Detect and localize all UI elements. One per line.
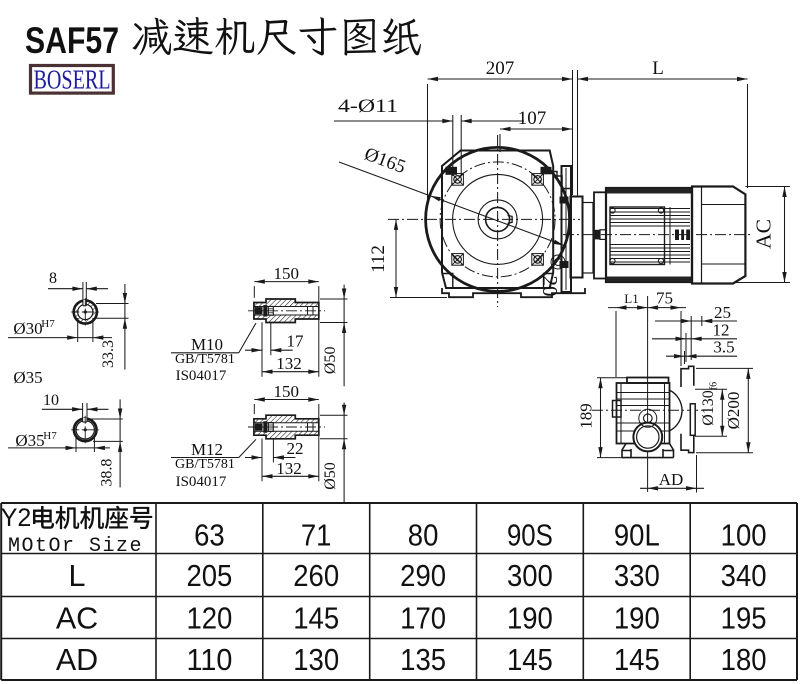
svg-text:180: 180 <box>721 643 767 677</box>
svg-text:12: 12 <box>713 321 730 340</box>
svg-text:8: 8 <box>49 270 57 287</box>
svg-text:Ø200: Ø200 <box>724 392 743 430</box>
svg-text:L1: L1 <box>624 291 638 306</box>
svg-text:4-Ø11: 4-Ø11 <box>338 96 398 117</box>
svg-text:132: 132 <box>276 354 302 373</box>
svg-text:300: 300 <box>507 559 553 593</box>
svg-text:M10: M10 <box>191 335 223 354</box>
svg-text:107: 107 <box>518 108 547 129</box>
svg-text:290: 290 <box>400 559 446 593</box>
svg-text:10: 10 <box>43 392 59 409</box>
svg-text:BOSERL: BOSERL <box>34 65 111 95</box>
svg-text:189: 189 <box>577 403 596 429</box>
svg-text:Y2: Y2 <box>1 504 32 532</box>
svg-text:AC: AC <box>56 602 98 636</box>
svg-text:AD: AD <box>56 643 98 677</box>
svg-text:340: 340 <box>721 559 767 593</box>
svg-text:71: 71 <box>301 519 332 553</box>
svg-text:IS04017: IS04017 <box>176 368 227 384</box>
svg-text:90L: 90L <box>614 519 660 553</box>
svg-text:38.8: 38.8 <box>99 459 116 487</box>
svg-text:205: 205 <box>186 559 232 593</box>
svg-text:145: 145 <box>507 643 553 677</box>
svg-text:Ø130: Ø130 <box>700 390 717 426</box>
svg-text:330: 330 <box>614 559 660 593</box>
svg-text:SAF57: SAF57 <box>25 20 119 61</box>
svg-text:AC: AC <box>752 219 776 249</box>
svg-text:260: 260 <box>293 559 339 593</box>
svg-text:145: 145 <box>293 602 339 636</box>
svg-text:Ø50: Ø50 <box>322 347 339 375</box>
svg-text:150: 150 <box>274 382 300 401</box>
svg-text:GB/T5781: GB/T5781 <box>175 352 235 367</box>
svg-text:Ø50: Ø50 <box>322 462 339 490</box>
svg-text:190: 190 <box>507 602 553 636</box>
svg-text:195: 195 <box>721 602 767 636</box>
svg-text:22: 22 <box>287 439 304 458</box>
svg-text:63: 63 <box>194 519 225 553</box>
svg-text:17: 17 <box>287 332 305 351</box>
svg-text:90S: 90S <box>507 519 553 553</box>
svg-text:L: L <box>652 58 664 79</box>
svg-text:100: 100 <box>721 519 767 553</box>
svg-text:190: 190 <box>614 602 660 636</box>
svg-text:f6: f6 <box>709 382 720 390</box>
svg-text:IS04017: IS04017 <box>176 474 227 490</box>
svg-text:150: 150 <box>274 264 300 283</box>
svg-text:Ø35: Ø35 <box>15 431 44 450</box>
svg-text:120: 120 <box>186 602 232 636</box>
svg-text:20: 20 <box>538 276 562 297</box>
svg-text:110: 110 <box>186 643 232 677</box>
svg-text:M12: M12 <box>191 440 223 459</box>
svg-text:GB/T5781: GB/T5781 <box>175 457 235 472</box>
svg-text:3.5: 3.5 <box>713 338 734 357</box>
svg-text:112: 112 <box>368 245 389 273</box>
svg-text:75: 75 <box>656 289 673 308</box>
svg-text:AD: AD <box>659 470 684 489</box>
svg-text:H7: H7 <box>43 430 57 442</box>
svg-text:80: 80 <box>408 519 439 553</box>
svg-text:25: 25 <box>714 303 731 322</box>
svg-text:H7: H7 <box>41 318 55 330</box>
svg-text:207: 207 <box>486 58 515 79</box>
svg-text:170: 170 <box>400 602 446 636</box>
svg-text:33.3: 33.3 <box>100 340 117 368</box>
svg-text:132: 132 <box>276 459 302 478</box>
svg-text:MOtOr Size: MOtOr Size <box>8 535 143 558</box>
svg-text:L: L <box>69 559 86 593</box>
svg-text:Ø30: Ø30 <box>13 319 42 338</box>
svg-text:130: 130 <box>293 643 339 677</box>
svg-text:Ø35: Ø35 <box>13 368 42 387</box>
svg-text:135: 135 <box>400 643 446 677</box>
svg-text:145: 145 <box>614 643 660 677</box>
